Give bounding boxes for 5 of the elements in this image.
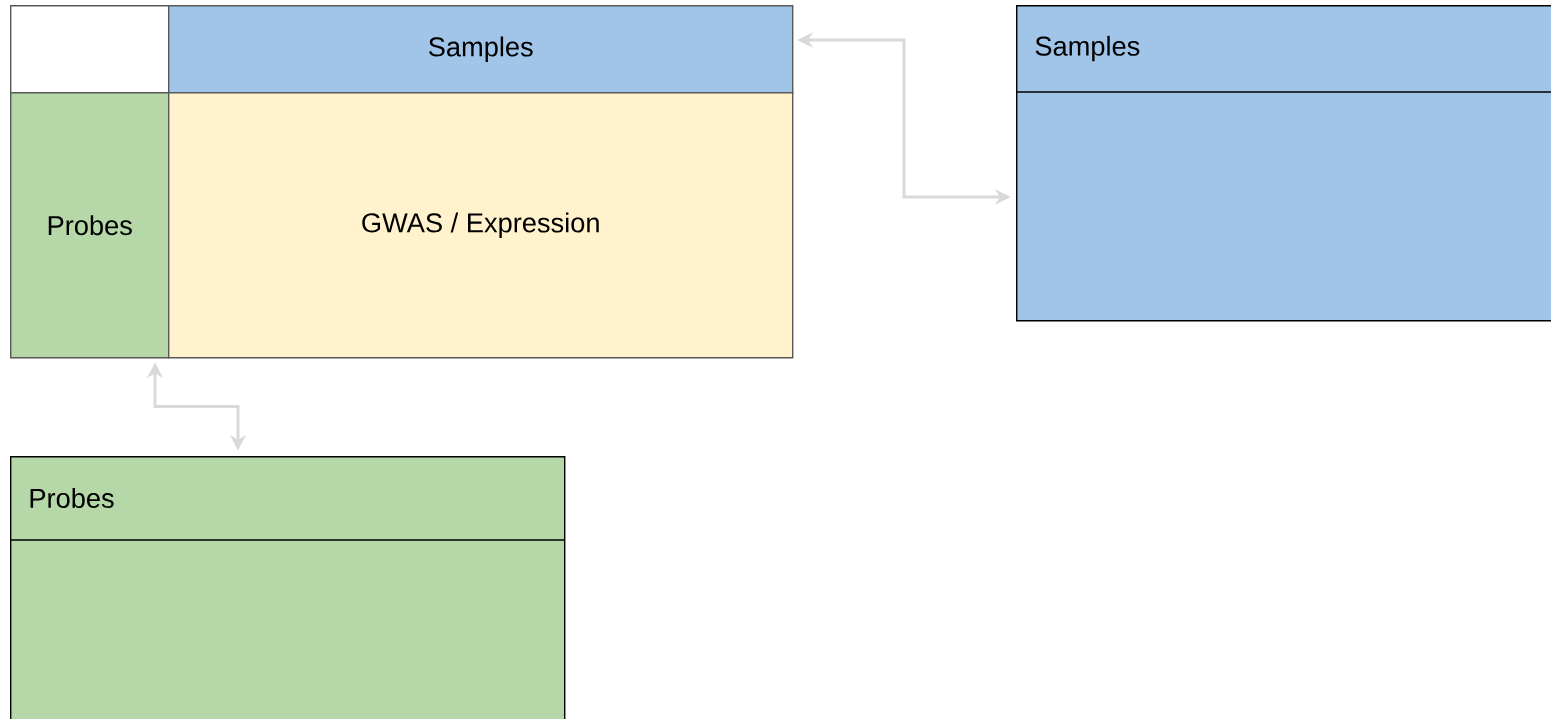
table-cell: GWAS / Expression bbox=[168, 92, 794, 359]
table-box: Samples bbox=[1015, 5, 1551, 322]
table-box: Probes bbox=[9, 456, 566, 719]
table-cell: Samples bbox=[168, 5, 794, 94]
table-cell: Probes bbox=[10, 92, 170, 359]
